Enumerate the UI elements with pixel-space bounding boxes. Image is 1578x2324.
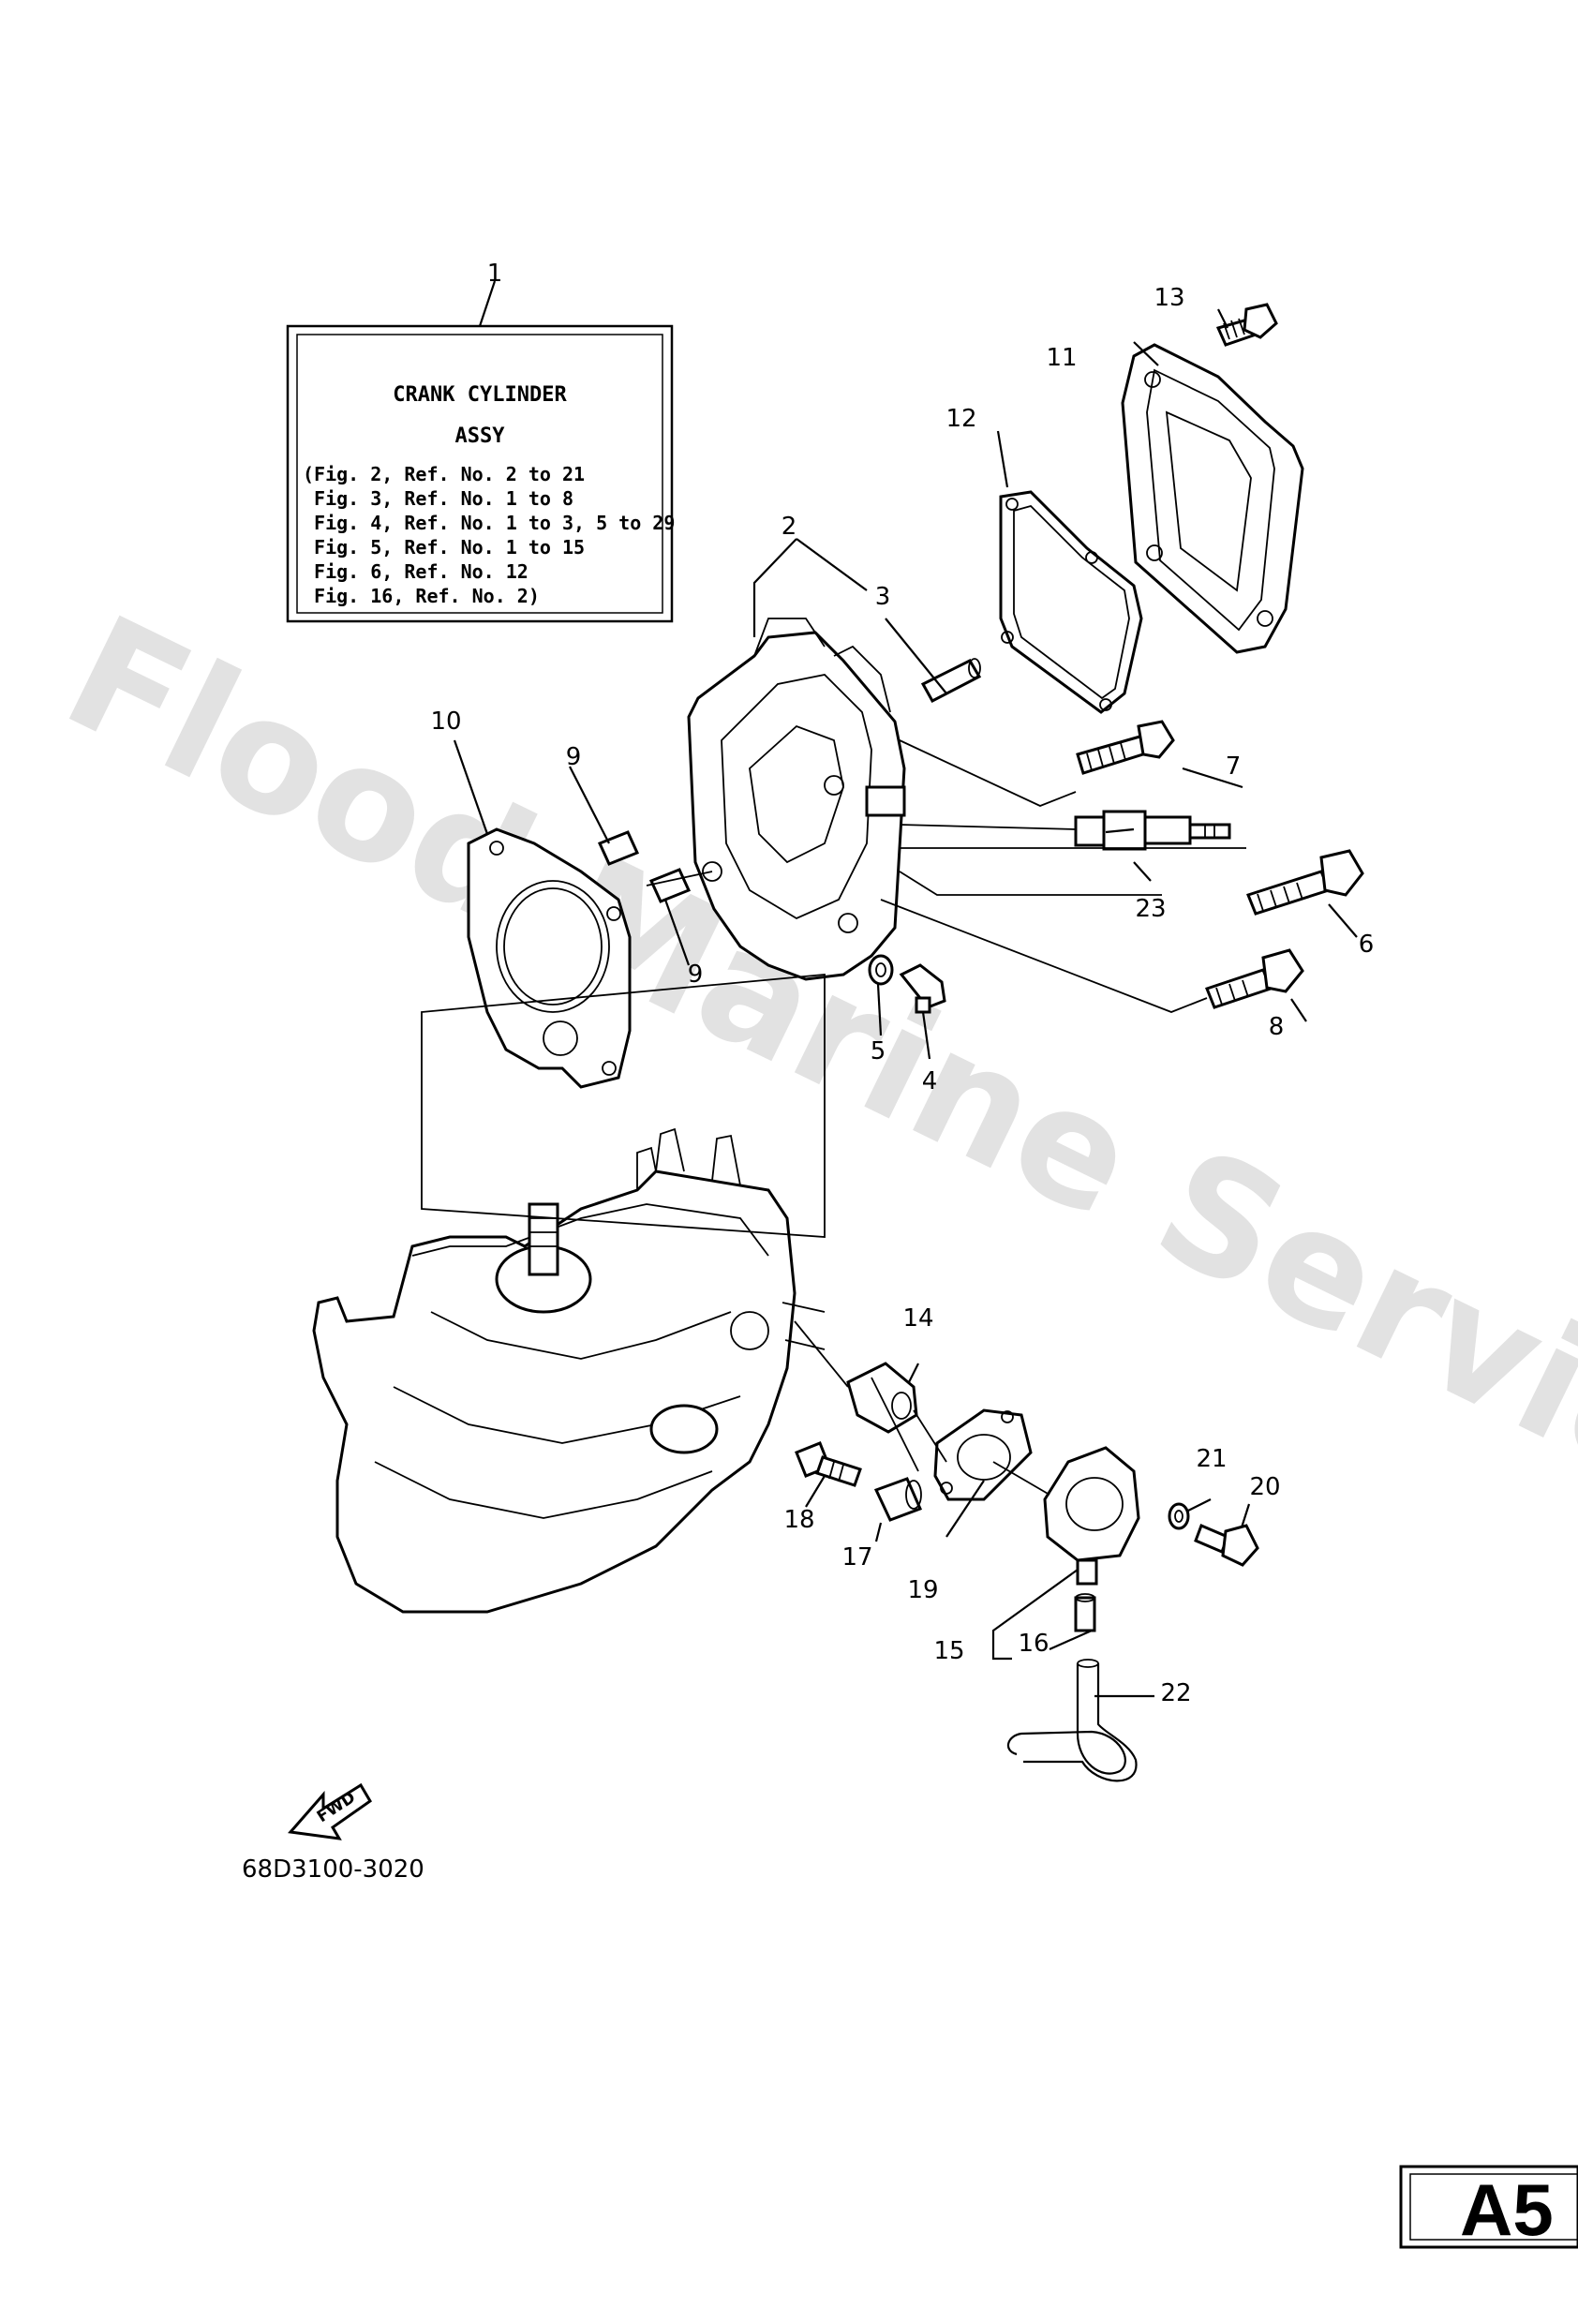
ref-box-line-5: Fig. 6, Ref. No. 12 <box>303 560 528 583</box>
part-dowel-9a <box>597 830 640 866</box>
callout-5: 5 <box>871 1037 886 1065</box>
callout-13: 13 <box>1154 284 1184 312</box>
callout-4: 4 <box>922 1067 938 1095</box>
callout-15: 15 <box>933 1637 964 1665</box>
part-thermostat-gasket-19 <box>933 1408 1033 1501</box>
callout-11: 11 <box>1046 344 1077 372</box>
callout-20: 20 <box>1249 1473 1280 1501</box>
callout-labels: 1 2 3 4 5 6 7 8 9 9 10 11 12 13 14 15 16… <box>430 260 1374 1707</box>
part-bolt-4 <box>899 963 946 1014</box>
callout-8: 8 <box>1269 1013 1285 1041</box>
callout-9b: 9 <box>688 961 704 989</box>
callout-7: 7 <box>1226 752 1242 781</box>
part-bolt-7 <box>1076 720 1175 775</box>
ref-box-line-2: Fig. 3, Ref. No. 1 to 8 <box>303 487 573 510</box>
part-dowel-9b <box>648 868 692 903</box>
fwd-arrow-icon: FWD <box>288 1782 372 1840</box>
ref-box-line-1: (Fig. 2, Ref. No. 2 to 21 <box>303 463 585 485</box>
callout-1: 1 <box>487 260 503 288</box>
ref-box-line-3: Fig. 4, Ref. No. 1 to 3, 5 to 29 <box>303 512 675 534</box>
part-bolt-18 <box>795 1441 862 1487</box>
part-head-cover-gasket <box>999 490 1143 714</box>
ref-box-title-1: CRANK CYLINDER <box>393 383 567 407</box>
callout-2: 2 <box>782 513 797 541</box>
part-washer-21 <box>1168 1502 1190 1530</box>
callout-14: 14 <box>902 1304 933 1333</box>
part-bolt-20 <box>1194 1524 1259 1567</box>
page-id: A5 <box>1460 2168 1554 2251</box>
part-thermostat-cover-15 <box>1043 1446 1140 1586</box>
page-id-box: A5 <box>1399 2165 1578 2251</box>
callout-18: 18 <box>783 1506 814 1534</box>
leader-lines <box>421 280 1358 1698</box>
part-hose-22 <box>1006 1659 1138 1782</box>
callout-3: 3 <box>875 583 891 611</box>
part-cylinder-head-gasket <box>467 827 632 1089</box>
part-bolt-8 <box>1205 948 1304 1009</box>
callout-21: 21 <box>1196 1445 1227 1473</box>
callout-23: 23 <box>1135 895 1166 923</box>
reference-box: CRANK CYLINDER ASSY (Fig. 2, Ref. No. 2 … <box>286 324 675 623</box>
callout-19: 19 <box>907 1576 938 1604</box>
part-collar-17 <box>873 1477 923 1522</box>
part-bolt-13 <box>1215 303 1278 347</box>
part-nipple-16 <box>1074 1593 1096 1632</box>
callout-22: 22 <box>1160 1679 1191 1707</box>
ref-box-line-4: Fig. 5, Ref. No. 1 to 15 <box>303 536 585 559</box>
callout-10: 10 <box>430 708 461 736</box>
callout-6: 6 <box>1359 931 1375 959</box>
callout-9a: 9 <box>566 743 582 771</box>
part-cylinder-head-cover <box>1121 343 1304 654</box>
part-washer-5 <box>868 954 894 986</box>
ref-box-title-2: ASSY <box>455 425 506 448</box>
part-bolt-6 <box>1246 849 1364 916</box>
callout-17: 17 <box>841 1543 872 1572</box>
part-spark-plug-23 <box>1074 810 1231 851</box>
drawing-code: 68D3100-3020 <box>242 1855 424 1884</box>
part-dowel-pin-3 <box>920 658 982 704</box>
part-cylinder-head <box>687 618 906 981</box>
callout-12: 12 <box>945 405 976 433</box>
ref-box-line-6: Fig. 16, Ref. No. 2) <box>303 585 540 607</box>
part-cylinder-block <box>312 1127 826 1614</box>
callout-16: 16 <box>1018 1630 1049 1658</box>
